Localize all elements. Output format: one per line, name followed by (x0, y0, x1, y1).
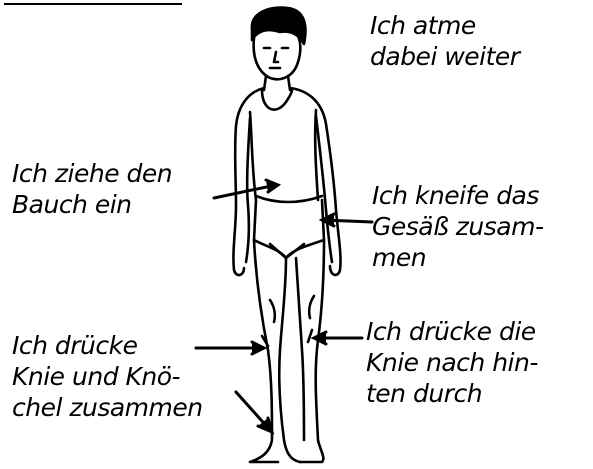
standing-man-figure (233, 8, 340, 462)
label-line: ten durch (366, 378, 538, 409)
label-line: Ich drücke (12, 330, 203, 361)
right-inner-leg (296, 258, 304, 440)
label-line: men (372, 242, 543, 273)
label-line: chel zusammen (12, 392, 203, 423)
label-line: Knie nach hin- (366, 347, 538, 378)
label-line: Gesäß zusam- (372, 211, 543, 242)
label-line: Ich ziehe den (12, 158, 172, 189)
label-line: Ich kneife das (372, 180, 543, 211)
label-line: Bauch ein (12, 189, 172, 220)
hair (252, 8, 306, 44)
briefs (254, 200, 324, 258)
label-glutes: Ich kneife das Gesäß zusam- men (372, 180, 543, 273)
label-breathing: Ich atme dabei weiter (370, 10, 520, 72)
label-line: Ich atme (370, 10, 520, 41)
undershirt (250, 90, 318, 200)
label-knees-back: Ich drücke die Knie nach hin- ten durch (366, 316, 538, 409)
label-belly: Ich ziehe den Bauch ein (12, 158, 172, 220)
head (254, 36, 301, 79)
label-line: dabei weiter (370, 41, 520, 72)
label-line: Knie und Knö- (12, 361, 203, 392)
label-line: Ich drücke die (366, 316, 538, 347)
label-knees-ankles: Ich drücke Knie und Knö- chel zusammen (12, 330, 203, 423)
